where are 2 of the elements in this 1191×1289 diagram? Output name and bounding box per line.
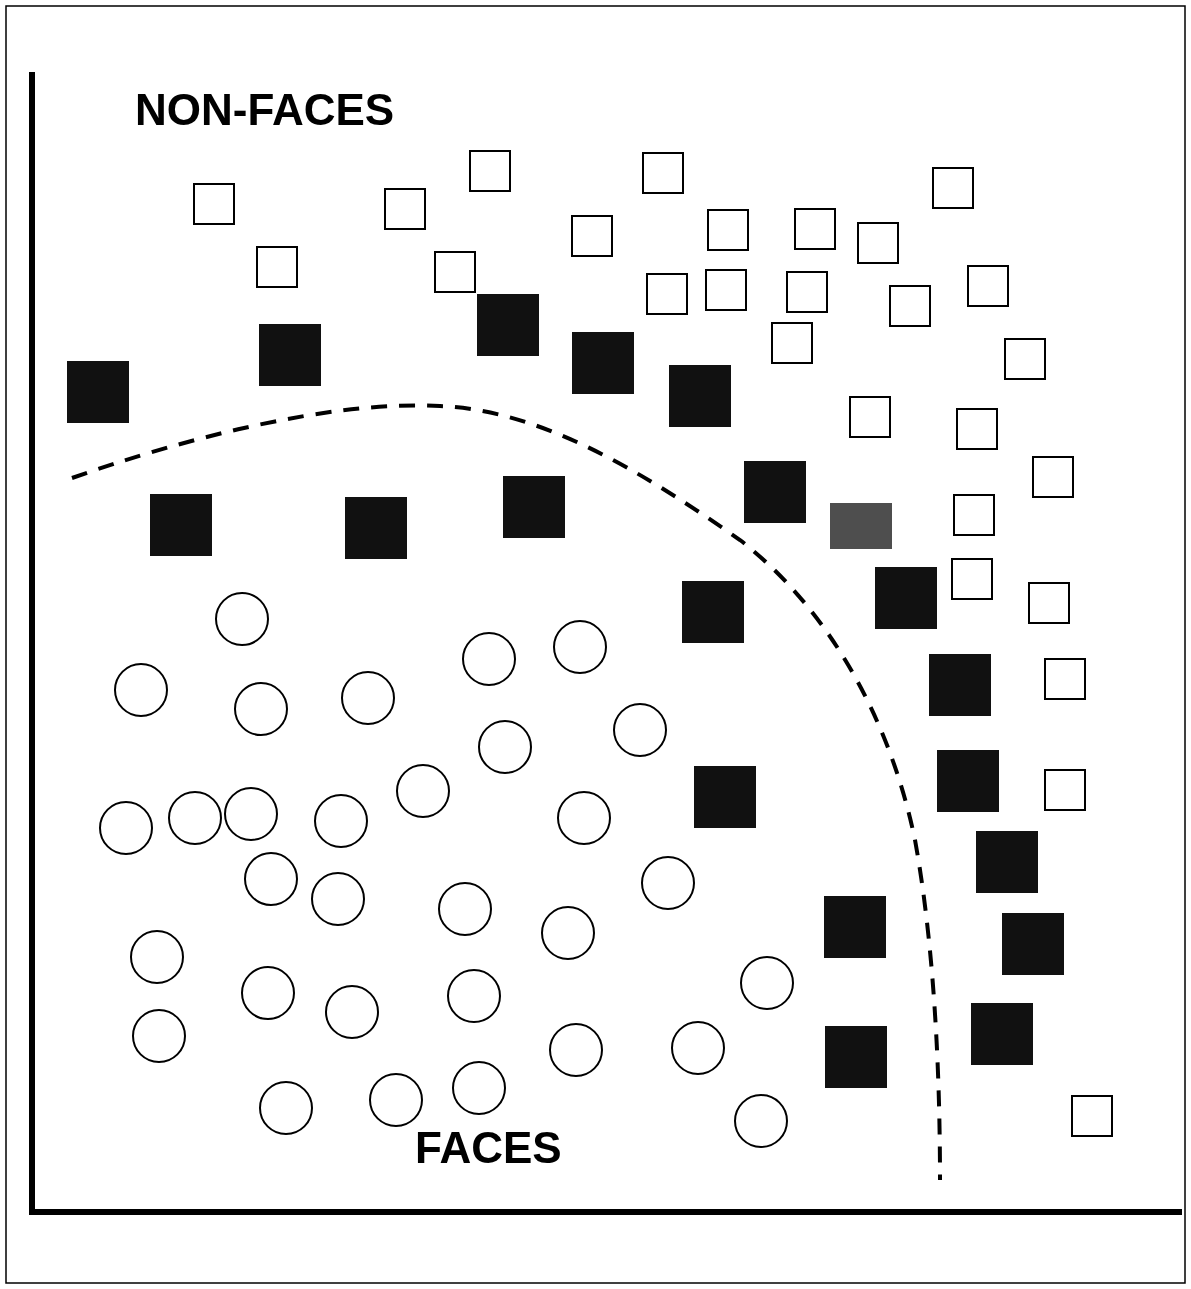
class-label: FACES xyxy=(415,1126,562,1170)
class-label: NON-FACES xyxy=(135,88,395,132)
